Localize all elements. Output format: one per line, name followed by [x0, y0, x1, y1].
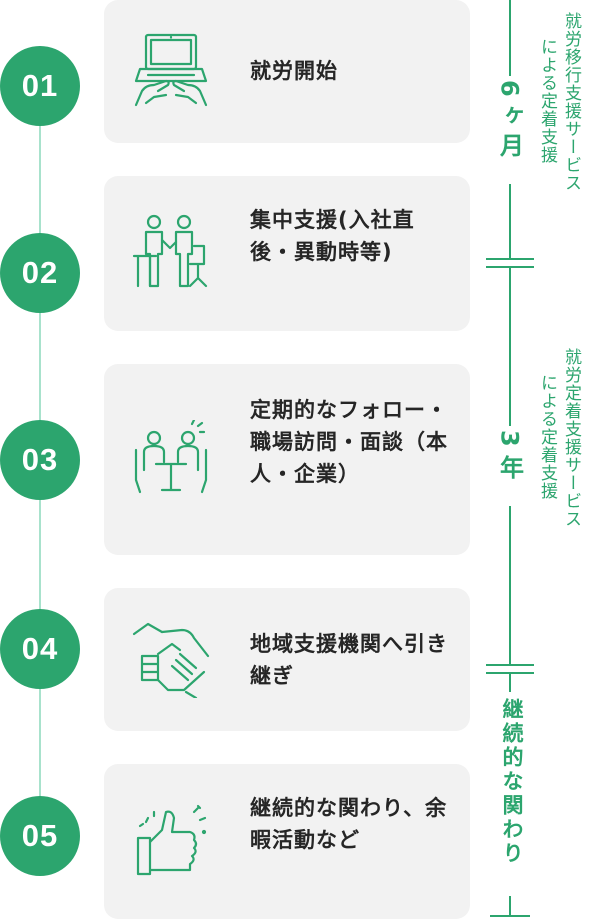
phase3-label: 継続的な関わり [500, 698, 524, 866]
step-number-02: 02 [0, 233, 80, 313]
step-number-01: 01 [0, 46, 80, 126]
phase2-label-line2: による定着支援 [537, 374, 557, 500]
phase2-duration-text: 3年 [495, 430, 524, 487]
thumbs-up-icon [132, 802, 210, 880]
step-number-04: 04 [0, 609, 80, 689]
handshake-desk-icon [132, 214, 210, 292]
step-card-02: 集中支援(入社直後・異動時等) [104, 176, 470, 331]
step-text-04: 地域支援機関へ引き継ぎ [250, 632, 448, 688]
step-text-01: 就労開始 [250, 59, 338, 83]
step-text-02: 集中支援(入社直後・異動時等) [250, 208, 415, 264]
step-card-04: 地域支援機関へ引き継ぎ [104, 588, 470, 731]
step-number-05: 05 [0, 796, 80, 876]
step-text-03: 定期的なフォロー・職場訪問・面談（本人・企業） [250, 398, 448, 486]
phase1-label-line2: による定着支援 [537, 38, 557, 164]
step-number-03: 03 [0, 420, 80, 500]
phase2-label-line1: 就労定着支援サービス [561, 348, 581, 528]
step-text-05: 継続的な関わり、余暇活動など [250, 796, 448, 852]
laptop-typing-icon [132, 31, 210, 109]
meeting-table-icon [132, 420, 210, 498]
phase2-duration: 3年 [490, 430, 530, 493]
step-card-01: 就労開始 [104, 0, 470, 143]
phase1-label-line1: 就労移行支援サービス [561, 12, 581, 192]
holding-hands-icon [132, 620, 210, 698]
step-card-05: 継続的な関わり、余暇活動など [104, 764, 470, 919]
phase1-duration: 6ヶ月 [490, 80, 530, 169]
phase1-duration-text: 6ヶ月 [495, 80, 524, 163]
step-card-03: 定期的なフォロー・職場訪問・面談（本人・企業） [104, 364, 470, 555]
